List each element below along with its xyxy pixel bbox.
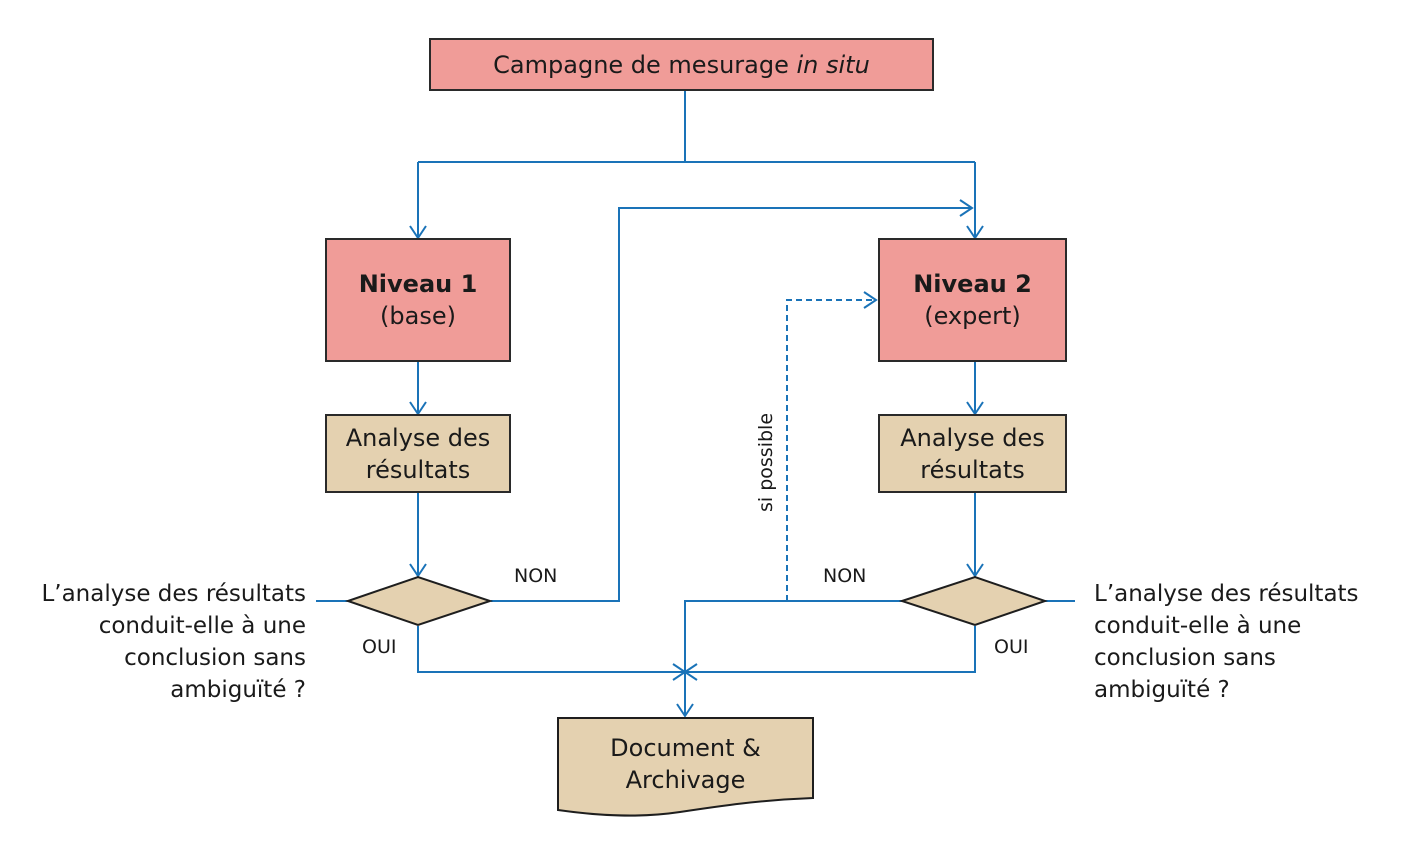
level1-subtitle: (base) bbox=[380, 302, 456, 330]
arrowhead-merge-right bbox=[683, 663, 698, 681]
start-node-text: Campagne de mesurage bbox=[493, 50, 797, 79]
analysis1-line1: Analyse des bbox=[345, 423, 491, 452]
decision2-question-line: conduit-elle à une bbox=[1094, 613, 1302, 639]
decision2-question-line: ambiguïté ? bbox=[1094, 677, 1230, 703]
decision1-question: L’analyse des résultats conduit-elle à u… bbox=[14, 578, 306, 706]
decision1-question-line: conclusion sans bbox=[124, 645, 306, 671]
arrowhead-level2-side bbox=[959, 199, 974, 217]
edge-d1-no bbox=[491, 207, 972, 602]
end-line2: Archivage bbox=[625, 766, 746, 794]
start-node-label: Campagne de mesurage in situ bbox=[493, 49, 870, 81]
decision-diamond-2 bbox=[898, 575, 1049, 627]
arrowhead-end bbox=[676, 703, 694, 718]
decision2-question-line: L’analyse des résultats bbox=[1094, 581, 1359, 607]
arrowhead-si-possible bbox=[863, 291, 878, 309]
end-node: Document & Archivage bbox=[558, 724, 813, 804]
d2-yes-label: OUI bbox=[994, 636, 1029, 658]
analysis2-line1: Analyse des bbox=[900, 423, 1045, 452]
level1-node: Niveau 1 (base) bbox=[325, 238, 511, 362]
end-line1: Document & bbox=[610, 734, 761, 762]
level1-title: Niveau 1 bbox=[358, 270, 478, 298]
d2-no-label: NON bbox=[823, 565, 867, 587]
si-possible-label: si possible bbox=[755, 412, 777, 512]
d1-no-label: NON bbox=[514, 565, 558, 587]
d1-yes-label: OUI bbox=[362, 636, 397, 658]
decision1-question-line: L’analyse des résultats bbox=[41, 581, 306, 607]
analysis1-line2: résultats bbox=[365, 455, 471, 484]
analysis2-line2: résultats bbox=[920, 455, 1025, 484]
start-node-italic: in situ bbox=[796, 50, 870, 79]
end-document-shape bbox=[557, 717, 814, 817]
start-node: Campagne de mesurage in situ bbox=[429, 38, 934, 91]
decision1-question-line: conduit-elle à une bbox=[98, 613, 306, 639]
decision1-question-line: ambiguïté ? bbox=[170, 677, 306, 703]
level2-title: Niveau 2 bbox=[913, 270, 1032, 298]
decision-diamond-1 bbox=[344, 575, 494, 627]
edge-si-possible bbox=[786, 299, 876, 601]
edge-d1-yes bbox=[417, 626, 685, 673]
decision2-question-line: conclusion sans bbox=[1094, 645, 1276, 671]
analysis1-node: Analyse des résultats bbox=[325, 414, 511, 493]
edge-d2-yes bbox=[685, 626, 976, 673]
edge-d2-no bbox=[684, 600, 902, 716]
level2-node: Niveau 2 (expert) bbox=[878, 238, 1067, 362]
analysis2-node: Analyse des résultats bbox=[878, 414, 1067, 493]
level2-subtitle: (expert) bbox=[924, 302, 1021, 330]
decision2-question: L’analyse des résultats conduit-elle à u… bbox=[1094, 578, 1404, 706]
